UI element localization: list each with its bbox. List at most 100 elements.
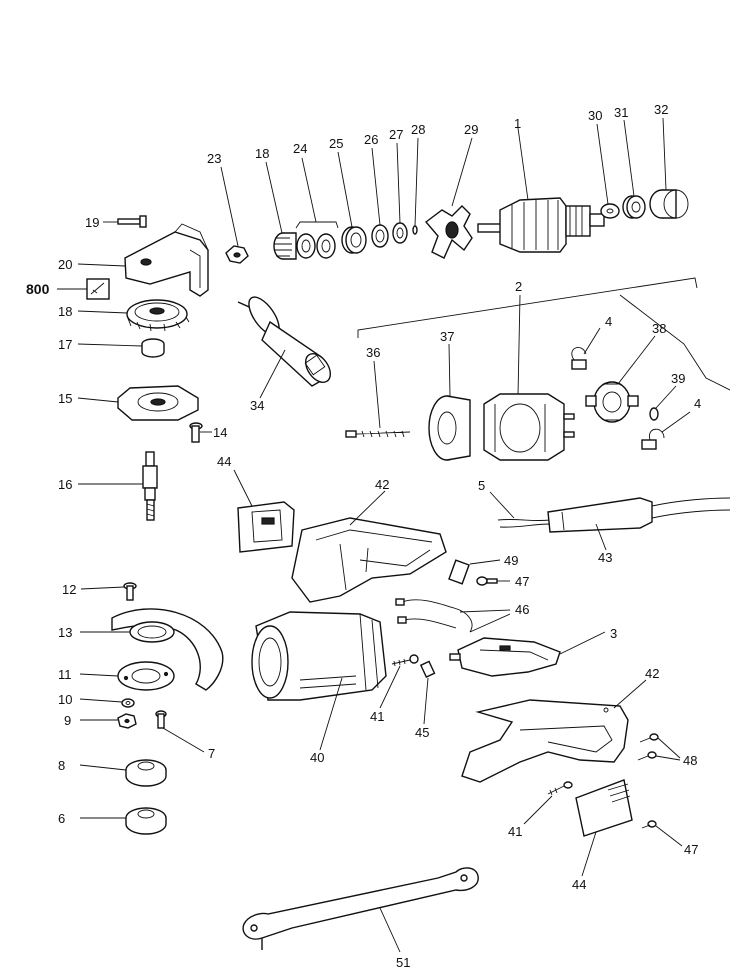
part-37-fan-baffle [428,343,471,461]
part-44-switch-cover-lower [575,779,633,877]
part-8-outer-flange [79,759,167,787]
part-18-pinion [265,161,297,260]
label-part-28: 28 [411,122,425,137]
label-part-43: 43 [598,550,612,565]
label-part-51: 51 [396,955,410,970]
part-800-label-plate [57,278,110,300]
label-part-13: 13 [58,625,72,640]
label-part-34: 34 [250,398,264,413]
label-part-47-lower: 47 [684,842,698,857]
part-12-screw [80,582,137,601]
part-23-nut [220,166,249,264]
part-41-screw-upper [379,654,419,709]
label-part-40: 40 [310,750,324,765]
label-part-37: 37 [440,329,454,344]
part-40-motor-housing [251,611,387,751]
label-part-42-lower: 42 [645,666,659,681]
part-31-bearing [622,119,646,219]
label-part-44-upper: 44 [217,454,231,469]
part-2-field [483,393,575,461]
part-6-inner-flange [80,807,167,835]
part-46-switch-leads [395,598,511,633]
part-25-bearing [337,151,367,254]
label-part-14: 14 [213,425,227,440]
part-49-insert [448,559,501,585]
part-36-field-screw [345,360,411,438]
part-10-washer [79,698,135,708]
label-part-32: 32 [654,102,668,117]
label-part-7: 7 [208,746,215,761]
label-part-36: 36 [366,345,380,360]
part-19-screw [103,215,147,228]
label-part-30: 30 [588,108,602,123]
label-part-47-upper: 47 [515,574,529,589]
label-part-12: 12 [62,582,76,597]
part-45-cable-clamp [419,660,436,725]
part-39-spring [649,385,677,421]
label-part-15: 15 [58,391,72,406]
label-part-38: 38 [652,321,666,336]
part-15-bearing-flange [77,385,199,421]
label-part-10: 10 [58,692,72,707]
part-28-retaining-clip [412,137,419,235]
part-34-side-handle [237,296,332,399]
label-part-41-lower: 41 [508,824,522,839]
label-part-27: 27 [389,127,403,142]
part-24-bearing-pair [295,157,339,259]
label-part-6: 6 [58,811,65,826]
part-26-washer [371,147,389,248]
label-part-31: 31 [614,105,628,120]
part-47-screw-upper [476,576,510,586]
part-48-screws [637,733,681,761]
label-part-25: 25 [329,136,343,151]
bracket-38 [619,294,730,391]
label-part-18-gear: 18 [58,304,72,319]
part-4-carbon-brush-lower [641,411,691,450]
part-16-spindle [78,451,158,521]
label-part-1: 1 [514,116,521,131]
part-9-nut [80,713,137,729]
label-part-23: 23 [207,151,221,166]
part-42-handle-upper [291,490,447,603]
label-part-45: 45 [415,725,429,740]
label-part-20: 20 [58,257,72,272]
label-part-17: 17 [58,337,72,352]
part-43-cord-guard [547,497,730,551]
label-part-2: 2 [515,279,522,294]
label-part-4-lower: 4 [694,396,701,411]
label-part-19: 19 [85,215,99,230]
label-part-3: 3 [610,626,617,641]
label-part-11: 11 [58,667,72,682]
label-part-800: 800 [26,281,50,297]
bracket-2 [357,277,698,338]
part-38-brush-holder [585,335,656,423]
part-1-armature [477,127,605,253]
part-27-washer [392,142,408,244]
label-part-8: 8 [58,758,65,773]
part-4-carbon-brush-upper [571,327,601,370]
part-30-bearing [596,123,620,219]
label-part-29: 29 [464,122,478,137]
label-part-4-upper: 4 [605,314,612,329]
part-42-handle-lower [461,679,647,783]
part-47-screw-lower [641,820,683,847]
part-51-spanner [242,867,479,953]
label-part-48: 48 [683,753,697,768]
label-part-5: 5 [478,478,485,493]
part-17-lock-nut [77,338,165,358]
part-13-wheel-guard [80,608,224,691]
part-20-gear-housing [77,223,209,297]
label-part-42-upper: 42 [375,477,389,492]
part-labels: 1 2 3 4 4 5 6 7 8 9 10 11 12 13 14 15 16… [26,102,701,970]
label-part-41-upper: 41 [370,709,384,724]
part-5-cord-wires [489,491,551,528]
label-part-44-lower: 44 [572,877,586,892]
part-18-bevel-gear [77,299,190,332]
part-11-clamp-plate [79,661,175,691]
part-3-switch [449,631,606,677]
label-part-18-pinion: 18 [255,146,269,161]
part-32-bearing-sleeve [649,117,689,219]
label-part-9: 9 [64,713,71,728]
label-part-24: 24 [293,141,307,156]
